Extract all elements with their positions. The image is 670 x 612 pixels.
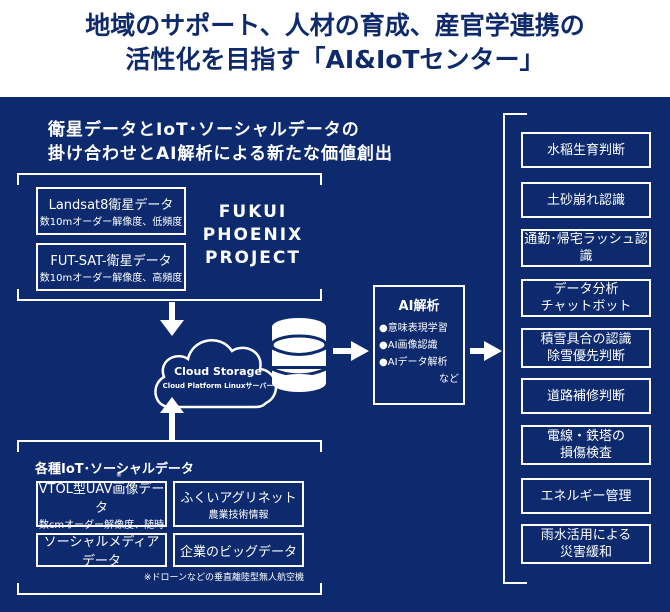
ai-item: ●AI画像認識 (379, 340, 438, 351)
result-box: エネルギー管理 (521, 478, 651, 514)
landsat8-title: Landsat8衛星データ (48, 198, 174, 213)
vtol-uav-title: VTOL型UAV画像データ ※ (38, 471, 165, 516)
result-box: 通勤･帰宅ラッシュ認識 (521, 229, 651, 267)
fukui-agrinet-box: ふくいアグリネット 農業技術情報 (173, 481, 304, 527)
ai-etc: など (439, 374, 459, 385)
bracket-top (17, 440, 322, 442)
arrow-right-icon (333, 341, 369, 361)
bracket-tick (17, 583, 19, 595)
result-box: 道路補修判断 (521, 378, 651, 414)
arrow-down-icon (160, 302, 184, 336)
result-box: 電線・鉄塔の損傷検査 (521, 425, 651, 465)
result-label: 電線・鉄塔の (546, 429, 625, 444)
vtol-uav-title-text: VTOL型UAV画像データ (38, 481, 165, 516)
result-label: データ分析 (553, 282, 619, 297)
futsat-desc: 数10mオーダー解像度、高頻度 (39, 273, 183, 284)
result-label: チャットボット (540, 299, 632, 314)
result-label: 除雪優先判断 (546, 349, 625, 364)
project-line: PROJECT (204, 248, 301, 268)
diagram-panel: 衛星データとIoT･ソーシャルデータの 掛け合わせとAI解析による新たな価値創出… (0, 97, 670, 612)
bracket-tick (17, 173, 19, 185)
cloud-icon (154, 339, 278, 409)
results-bracket-top (503, 113, 527, 115)
result-label: 積雪具合の認識 (540, 332, 632, 347)
arrow-up-icon (160, 397, 184, 441)
result-box: データ分析チャットボット (521, 279, 651, 317)
header-title-line2: 活性化を目指す「AI&IoTセンター」 (125, 45, 545, 74)
cloud-storage-subtitle: Cloud Platform Linuxサーバー (162, 382, 274, 390)
result-label: エネルギー管理 (540, 488, 632, 504)
ai-analysis-box: AI解析 ●意味表現学習 ●AI画像認識 ●AIデータ解析 など (373, 285, 465, 405)
project-line: FUKUI (218, 202, 288, 222)
social-media-title: ソーシャルメディアデータ (43, 535, 160, 569)
result-label: 通勤･帰宅ラッシュ認識 (524, 232, 648, 264)
result-label: 道路補修判断 (546, 388, 625, 404)
enterprise-bigdata-box: 企業のビッグデータ (173, 533, 304, 567)
results-bracket-line (503, 113, 505, 584)
bracket-tick (320, 583, 322, 595)
social-media-box: ソーシャルメディアデータ (36, 533, 167, 569)
footnote-mark: ※ (116, 470, 122, 479)
fukui-agrinet-desc: 農業技術情報 (208, 510, 269, 521)
result-box: 雨水活用による災害緩和 (521, 524, 651, 564)
result-box: 水稲生育判断 (521, 132, 651, 168)
bracket-tick (17, 440, 19, 452)
ai-item: ●AIデータ解析 (379, 357, 448, 368)
futsat-box: FUT-SAT-衛星データ 数10mオーダー解像度、高頻度 (36, 243, 186, 291)
vtol-uav-desc: 数cmオーダー解像度、随時 (38, 519, 165, 531)
landsat8-box: Landsat8衛星データ 数10mオーダー解像度、低頻度 (36, 187, 186, 235)
bracket-bottom (17, 593, 322, 595)
futsat-title: FUT-SAT-衛星データ (50, 254, 172, 269)
result-label: 水稲生育判断 (546, 142, 625, 158)
cloud-storage-title: Cloud Storage (174, 365, 262, 378)
fukui-phoenix-project-label: FUKUI PHOENIX PROJECT (198, 201, 308, 270)
bracket-bottom (17, 299, 322, 301)
bracket-tick (320, 440, 322, 452)
ai-analysis-title: AI解析 (398, 299, 440, 314)
bracket-tick (320, 289, 322, 301)
database-icon (270, 318, 328, 392)
bracket-tick (17, 289, 19, 301)
result-label: 災害緩和 (559, 545, 612, 560)
arrow-right-icon (470, 341, 502, 361)
enterprise-bigdata-title: 企業のビッグデータ (179, 544, 297, 560)
bracket-tick (320, 173, 322, 185)
result-label: 雨水活用による (540, 528, 632, 543)
vtol-uav-box: VTOL型UAV画像データ ※ 数cmオーダー解像度、随時 (36, 471, 167, 531)
result-box: 積雪具合の認識除雪優先判断 (521, 328, 651, 368)
header-title-line1: 地域のサポート、人材の育成、産官学連携の (85, 11, 585, 40)
result-box: 土砂崩れ認識 (521, 182, 651, 218)
project-line: PHOENIX (202, 225, 304, 245)
satellite-group-bracket (17, 173, 320, 301)
result-label: 土砂崩れ認識 (546, 192, 625, 208)
iot-footnote: ※ドローンなどの垂直離陸型無人航空機 (143, 573, 304, 583)
ai-item: ●意味表現学習 (379, 323, 448, 334)
subtitle-line1: 衛星データとIoT･ソーシャルデータの (48, 120, 360, 140)
fukui-agrinet-title: ふくいアグリネット (180, 491, 297, 506)
results-bracket-bottom (503, 582, 527, 584)
result-label: 損傷検査 (559, 446, 612, 461)
iot-heading: 各種IoT･ソーシャルデータ (35, 462, 194, 477)
subtitle-line2: 掛け合わせとAI解析による新たな価値創出 (48, 144, 393, 164)
landsat8-desc: 数10mオーダー解像度、低頻度 (39, 217, 183, 228)
